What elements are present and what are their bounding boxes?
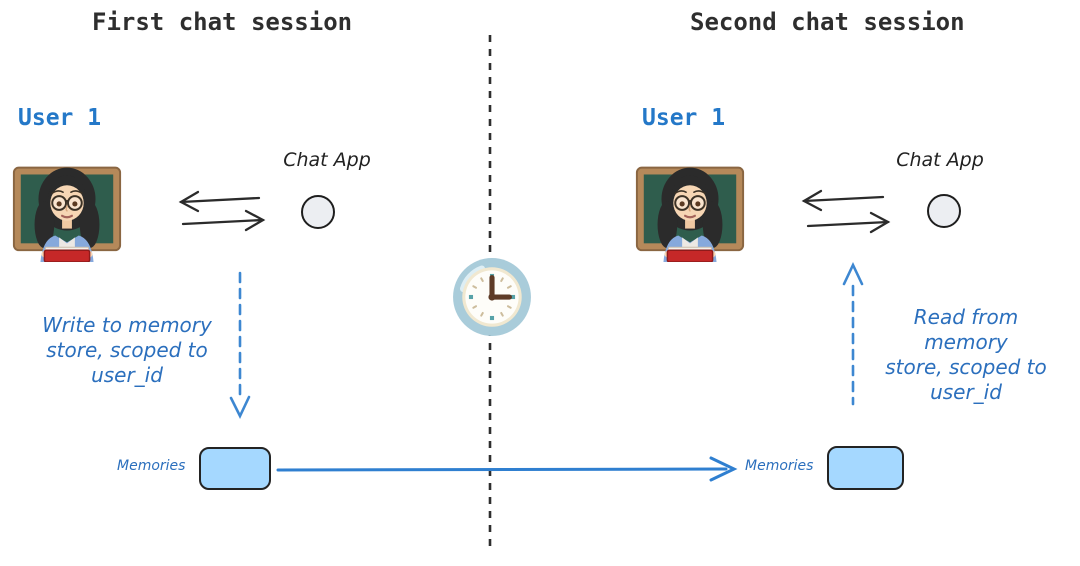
user-label-right: User 1 <box>642 105 726 131</box>
annotation-line: store, scoped to <box>46 338 208 362</box>
memory-store-box-left <box>199 447 271 490</box>
second-session-title: Second chat session <box>690 8 965 36</box>
memory-store-box-right <box>827 446 904 490</box>
chat-app-node-right <box>927 194 961 228</box>
user-app-arrows-right <box>801 189 891 234</box>
annotation-line: Write to memory <box>42 313 212 337</box>
memories-transfer-arrow <box>276 456 738 482</box>
annotation-line: user_id <box>930 380 1002 404</box>
first-session-title: First chat session <box>92 8 353 36</box>
user-app-arrows-left <box>178 190 266 232</box>
woman-teacher-emoji <box>12 166 122 262</box>
chat-app-label-left: Chat App <box>283 149 371 171</box>
annotation-line: Read from memory <box>913 305 1019 354</box>
write-memory-annotation: Write to memory store, scoped to user_id <box>32 313 222 388</box>
chat-app-label-right: Chat App <box>896 149 984 171</box>
read-memory-annotation: Read from memory store, scoped to user_i… <box>870 305 1062 405</box>
user-label-left: User 1 <box>18 105 102 131</box>
read-memory-dashed-arrow <box>842 261 864 406</box>
annotation-line: store, scoped to <box>885 355 1047 379</box>
clock-three-oclock-icon <box>453 258 531 336</box>
annotation-line: user_id <box>91 363 163 387</box>
chat-app-node-left <box>301 195 335 229</box>
memories-label-right: Memories <box>745 458 814 474</box>
memories-label-left: Memories <box>117 458 186 474</box>
write-memory-dashed-arrow <box>229 271 251 419</box>
woman-teacher-emoji <box>635 166 745 262</box>
